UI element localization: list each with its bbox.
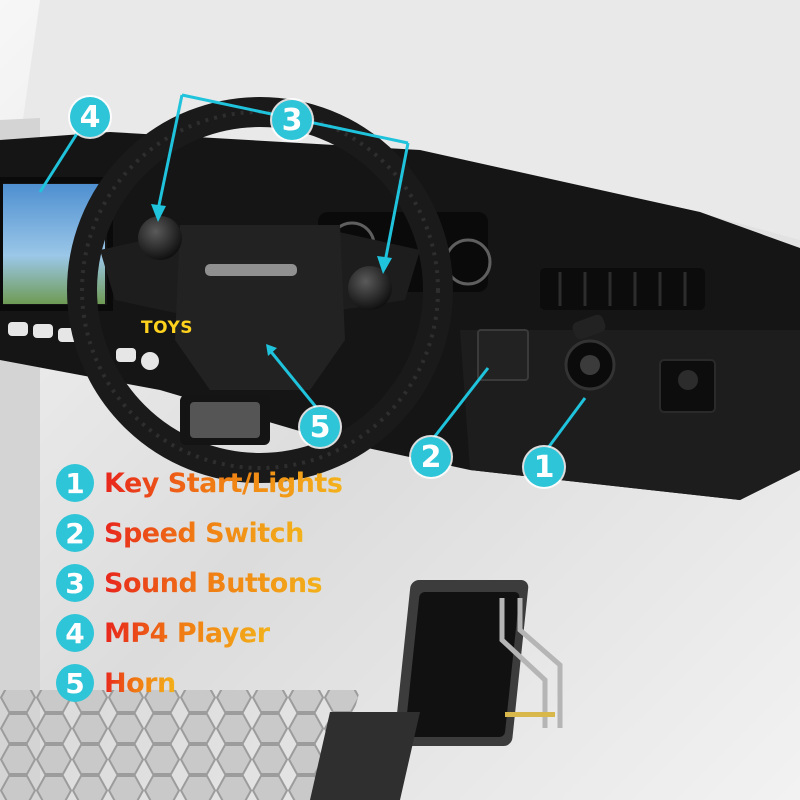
legend: 1 Key Start/Lights 2 Speed Switch 3 Soun… xyxy=(56,458,343,708)
legend-label: Key Start/Lights xyxy=(104,467,343,499)
steering-wheel-icon xyxy=(67,97,453,483)
connector-3-left xyxy=(156,94,184,211)
legend-number: 4 xyxy=(56,614,94,652)
callout-5: 5 xyxy=(300,407,340,447)
floor-mat xyxy=(0,690,360,800)
callout-4: 4 xyxy=(70,97,110,137)
connector-1 xyxy=(543,397,587,453)
sound-button-right xyxy=(348,266,392,310)
aux-knob xyxy=(678,370,698,390)
air-vent-slats xyxy=(558,272,687,306)
legend-number: 1 xyxy=(56,464,94,502)
screen-bezel xyxy=(0,177,113,311)
media-buttons xyxy=(8,322,159,370)
connector-2 xyxy=(430,367,490,441)
legend-number: 2 xyxy=(56,514,94,552)
brand-logo: TOYS xyxy=(141,318,193,338)
connector-arrowheads xyxy=(151,204,392,356)
callout-3: 3 xyxy=(272,100,312,140)
connector-4 xyxy=(38,131,80,193)
key-slot xyxy=(580,355,600,375)
legend-item-mp4-player: 4 MP4 Player xyxy=(56,608,342,658)
legend-label: Sound Buttons xyxy=(104,567,323,599)
legend-label: Horn xyxy=(104,667,176,699)
speed-switch-panel xyxy=(477,329,529,381)
key-fob xyxy=(572,314,606,340)
connector-3-right xyxy=(383,142,410,263)
sound-button-left xyxy=(138,216,182,260)
floor-pedal xyxy=(310,712,420,800)
legend-label: Speed Switch xyxy=(104,517,304,549)
legend-item-speed-switch: 2 Speed Switch xyxy=(56,508,342,558)
connector-5 xyxy=(266,347,322,413)
legend-item-horn: 5 Horn xyxy=(56,658,342,708)
legend-item-sound-buttons: 3 Sound Buttons xyxy=(56,558,342,608)
callout-2: 2 xyxy=(411,437,451,477)
pedal-icon xyxy=(394,580,563,746)
legend-label: MP4 Player xyxy=(104,617,270,649)
legend-number: 3 xyxy=(56,564,94,602)
legend-number: 5 xyxy=(56,664,94,702)
air-vent-icon xyxy=(540,268,705,310)
legend-item-key-start-lights: 1 Key Start/Lights xyxy=(56,458,343,508)
windshield-area xyxy=(20,0,800,240)
callout-1: 1 xyxy=(524,447,564,487)
